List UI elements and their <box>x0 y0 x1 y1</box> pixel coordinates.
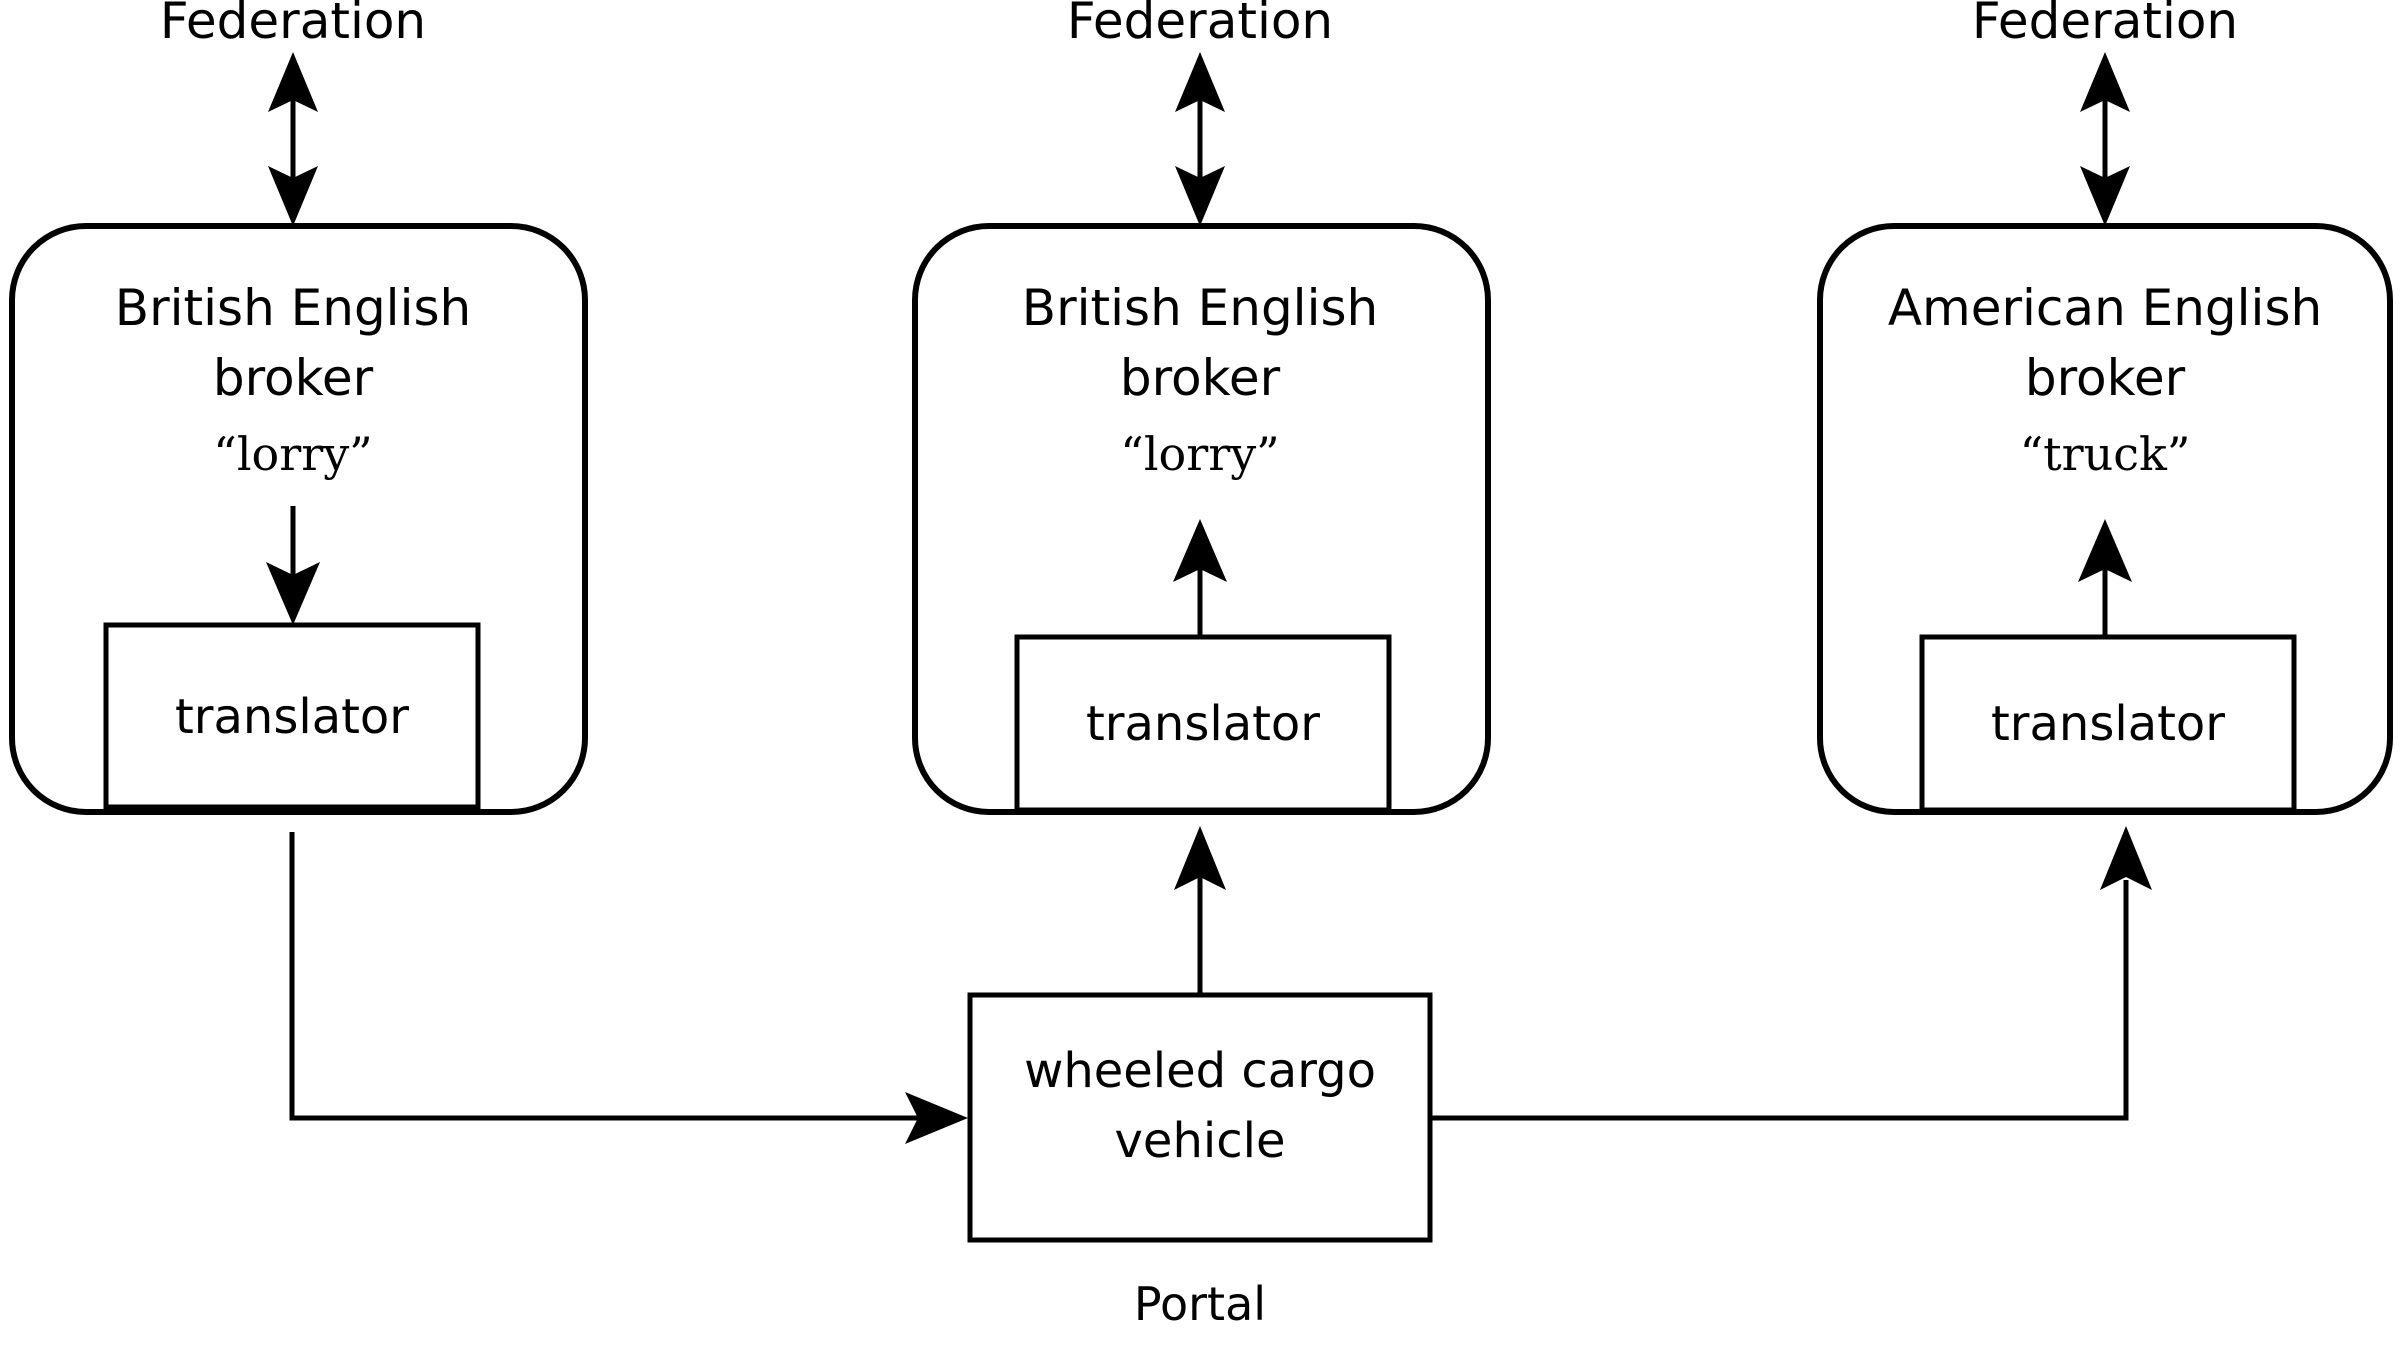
federation-label-middle: Federation <box>1067 0 1333 50</box>
broker-term-right: “truck” <box>2020 427 2191 481</box>
broker-term-left: “lorry” <box>213 427 372 481</box>
federation-arrow-left <box>268 52 318 226</box>
translator-label-left: translator <box>175 689 409 745</box>
broker-to-translator-arrow-left <box>266 506 320 625</box>
portal-caption: Portal <box>1134 1277 1266 1331</box>
portal-box-label-line1: wheeled cargo <box>1024 1043 1376 1099</box>
connector-portal-to-middle <box>1174 826 1226 995</box>
federation-label-left: Federation <box>160 0 426 50</box>
translator-label-right: translator <box>1991 696 2225 752</box>
federation-arrow-right <box>2080 52 2130 226</box>
translator-box-left <box>103 622 481 810</box>
translator-to-broker-arrow-middle <box>1173 519 1227 637</box>
connector-portal-to-right <box>1432 826 2152 1121</box>
broker-title-left-line2: broker <box>213 349 374 407</box>
broker-title-middle-line2: broker <box>1120 349 1281 407</box>
translator-box-right <box>1919 634 2297 813</box>
translator-box-middle <box>1014 634 1392 813</box>
translator-to-broker-arrow-right <box>2078 519 2132 637</box>
broker-title-right-line1: American English <box>1888 279 2322 337</box>
connector-left-to-portal <box>289 832 968 1144</box>
portal-box-label-line2: vehicle <box>1115 1113 1286 1169</box>
broker-title-middle-line1: British English <box>1022 279 1378 337</box>
broker-title-left-line1: British English <box>115 279 471 337</box>
translator-label-middle: translator <box>1086 696 1320 752</box>
broker-term-middle: “lorry” <box>1120 427 1279 481</box>
federation-label-right: Federation <box>1972 0 2238 50</box>
broker-title-right-line2: broker <box>2025 349 2186 407</box>
federation-arrow-middle <box>1175 52 1225 226</box>
